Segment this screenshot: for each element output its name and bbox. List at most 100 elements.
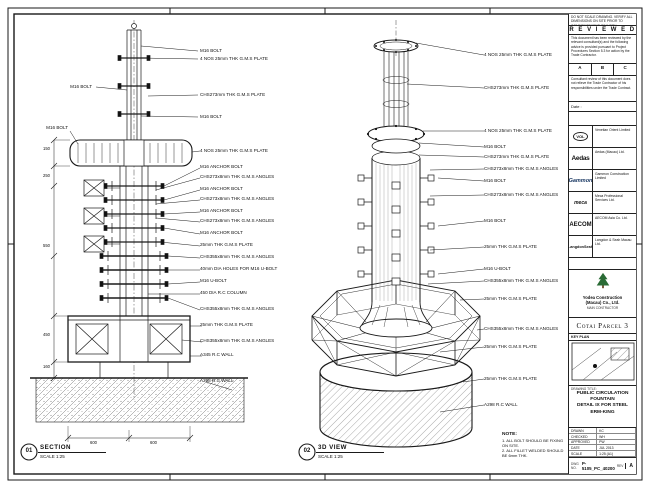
dwg-number-row: DWG NO. P-5105_PC_40200 REV A bbox=[569, 458, 636, 474]
field-label: DRAWN bbox=[569, 428, 598, 434]
annotation-label: M16 ANCHOR BOLT bbox=[200, 186, 243, 191]
field-value: JUL 2013 bbox=[597, 445, 636, 452]
field-label: APPROVED bbox=[569, 439, 598, 446]
drawing-title: PUBLIC CIRCULATION FOUNTAIN bbox=[576, 391, 629, 403]
consultant-row: meca Meca Professional Services Ltd. bbox=[569, 192, 636, 214]
annotation-label: 4 NOS 25mm THK G.M.S PLATE bbox=[484, 128, 552, 133]
consultant-row: AECOM AECOM Asia Co. Ltd. bbox=[569, 214, 636, 236]
iso-bubble-scale: SCALE 1:25 bbox=[318, 454, 343, 459]
option-a: A bbox=[569, 64, 592, 75]
iso-view bbox=[311, 20, 485, 448]
annotation-label: CHS355x8mm THK G.M.S ANGLES bbox=[200, 254, 275, 259]
dwg-no: P-5105_PC_40200 bbox=[581, 461, 615, 471]
consultant-row: VOL Venetian Orient Limited bbox=[569, 126, 636, 148]
annotation-label: M16 BOLT bbox=[484, 144, 506, 149]
annotation-label: 4 NOS 25mm THK G.M.S PLATE bbox=[484, 52, 552, 57]
sheet-frame bbox=[7, 7, 643, 481]
key-plan-label: KEY PLAN bbox=[569, 334, 636, 341]
option-b: B bbox=[592, 64, 615, 75]
reviewed-stamp-footer: Consultant review of this document does … bbox=[571, 77, 632, 90]
consultant-name: Meca Professional Services Ltd. bbox=[595, 193, 623, 202]
field-label: CHECKED bbox=[569, 433, 598, 440]
section-bubble-scale: SCALE 1:25 bbox=[40, 454, 65, 459]
dimension-text: 450 bbox=[43, 332, 50, 337]
annotation-label: CHS273mm THK G.M.S PLATE bbox=[200, 92, 266, 97]
dimension-text: 550 bbox=[43, 243, 50, 248]
dimension-text: 600 bbox=[90, 440, 97, 445]
field-value: PW bbox=[597, 439, 636, 446]
annotation-label: CHS355x8mm THK G.M.S ANGLES bbox=[484, 278, 559, 283]
annotation-label: 25mm THK G.M.S PLATE bbox=[200, 322, 253, 327]
date-row: Date : bbox=[569, 102, 636, 112]
annotation-label: 450 DIA R.C COLUMN bbox=[200, 290, 247, 295]
aedas-logo: Aedas bbox=[571, 155, 590, 162]
annotation-label: CHS355x8mm THK G.M.S ANGLES bbox=[200, 306, 275, 311]
annotation-label: CHS355x8mm THK G.M.S ANGLES bbox=[484, 326, 559, 331]
reviewed-stamp-title: R E V I E W E D bbox=[569, 27, 636, 35]
note-line: 2. ALL FILLET WELDED SHOULD BE 6mm THK. bbox=[502, 448, 564, 458]
consultant-name: Venetian Orient Limited bbox=[595, 127, 631, 132]
consultant-row: LangdonSeah Langdon & Seah Macau Ltd. bbox=[569, 236, 636, 258]
annotation-label: 4 NOS 25mm THK G.M.S PLATE bbox=[200, 148, 268, 153]
section-view bbox=[30, 20, 248, 442]
field-value: WH bbox=[597, 433, 636, 440]
annotation-label: M16 ANCHOR BOLT bbox=[200, 230, 243, 235]
field-value: KC bbox=[597, 428, 636, 434]
field-value: 1:25 (A1) bbox=[597, 451, 636, 457]
rev-value: A bbox=[625, 463, 636, 469]
contractor-sub: MAIN CONTRACTOR bbox=[586, 305, 619, 310]
spacer-row bbox=[569, 258, 636, 270]
field-label: SCALE bbox=[569, 451, 598, 457]
option-c: C bbox=[623, 65, 627, 70]
annotation-label: 25mm THK G.M.S PLATE bbox=[484, 296, 537, 301]
signature-box bbox=[569, 112, 636, 126]
dimension-text: 160 bbox=[43, 364, 50, 369]
annotation-label: CHS355x8mm THK G.M.S ANGLES bbox=[200, 338, 275, 343]
annotation-label: M16 ANCHOR BOLT bbox=[200, 208, 243, 213]
annotation-label: M16 U-BOLT bbox=[484, 266, 511, 271]
aecom-logo: AECOM bbox=[569, 221, 592, 228]
project-name: Cotai Parcel 3 bbox=[569, 318, 636, 334]
contractor-name: Yodea Construction bbox=[582, 295, 623, 300]
annotation-label: A345 R.C WALL bbox=[200, 352, 234, 357]
dimension-text: 250 bbox=[43, 173, 50, 178]
note-line: 1. ALL BOLT SHOULD BE FIXING ON SITE. bbox=[502, 438, 564, 448]
annotation-label: M16 BOLT bbox=[200, 114, 222, 119]
annotation-label: 4 NOS 25mm THK G.M.S PLATE bbox=[200, 56, 268, 61]
title-block-top-note: DO NOT SCALE DRAWING. VERIFY ALL DIMENSI… bbox=[569, 14, 636, 26]
drawing-title-block: DRAWING TITLE: PUBLIC CIRCULATION FOUNTA… bbox=[569, 386, 636, 428]
annotation-label: CHS273x8mm THK G.M.S ANGLES bbox=[200, 174, 275, 179]
dwg-no-label: DWG NO. bbox=[571, 462, 579, 470]
vol-logo: VOL bbox=[573, 132, 588, 141]
consultant-name: Langdon & Seah Macau Ltd. bbox=[595, 237, 632, 246]
annotation-label: A298 R.C WALL bbox=[200, 378, 234, 383]
annotation-label: CHS273x8mm THK G.M.S ANGLES bbox=[200, 196, 275, 201]
drawing-title: DETAIL IX FOR STEEL bbox=[577, 403, 628, 409]
annotation-label: CHS273x8mm THK G.M.S ANGLES bbox=[484, 192, 559, 197]
iso-bubble-title: 3D VIEW bbox=[318, 444, 347, 451]
section-bubble-title: SECTION bbox=[40, 444, 72, 451]
reviewed-stamp: R E V I E W E D This document has been r… bbox=[569, 26, 636, 102]
annotation-label: 25mm THK G.M.S PLATE bbox=[484, 376, 537, 381]
contractor-name: (Macau) Co., Ltd. bbox=[585, 300, 620, 306]
dimension-text: 150 bbox=[43, 146, 50, 151]
key-plan: KEY PLAN bbox=[569, 334, 636, 386]
langdonseah-logo: LangdonSeah bbox=[569, 244, 593, 249]
annotation-label: M16 BOLT bbox=[46, 125, 68, 130]
annotation-label: 25mm THK G.M.S PLATE bbox=[200, 242, 253, 247]
section-bubble-number: 01 bbox=[25, 448, 33, 454]
annotation-label: M16 U-BOLT bbox=[200, 278, 227, 283]
annotation-label: M16 BOLT bbox=[484, 178, 506, 183]
annotation-label: M16 BOLT bbox=[484, 218, 506, 223]
annotation-label: CHS273mm THK G.M.S PLATE bbox=[484, 85, 550, 90]
gammon-logo: Gammon bbox=[569, 177, 593, 184]
consultant-row: Aedas Aedas (Macau) Ltd. bbox=[569, 148, 636, 170]
title-block: DO NOT SCALE DRAWING. VERIFY ALL DIMENSI… bbox=[568, 14, 636, 474]
reviewed-stamp-body: This document has been reviewed by the r… bbox=[571, 36, 632, 58]
contractor-block: Yodea Construction (Macau) Co., Ltd. MAI… bbox=[569, 270, 636, 318]
drawing-title-label: DRAWING TITLE: bbox=[571, 387, 597, 391]
consultant-name: Gammon Construction Limited bbox=[595, 171, 629, 180]
